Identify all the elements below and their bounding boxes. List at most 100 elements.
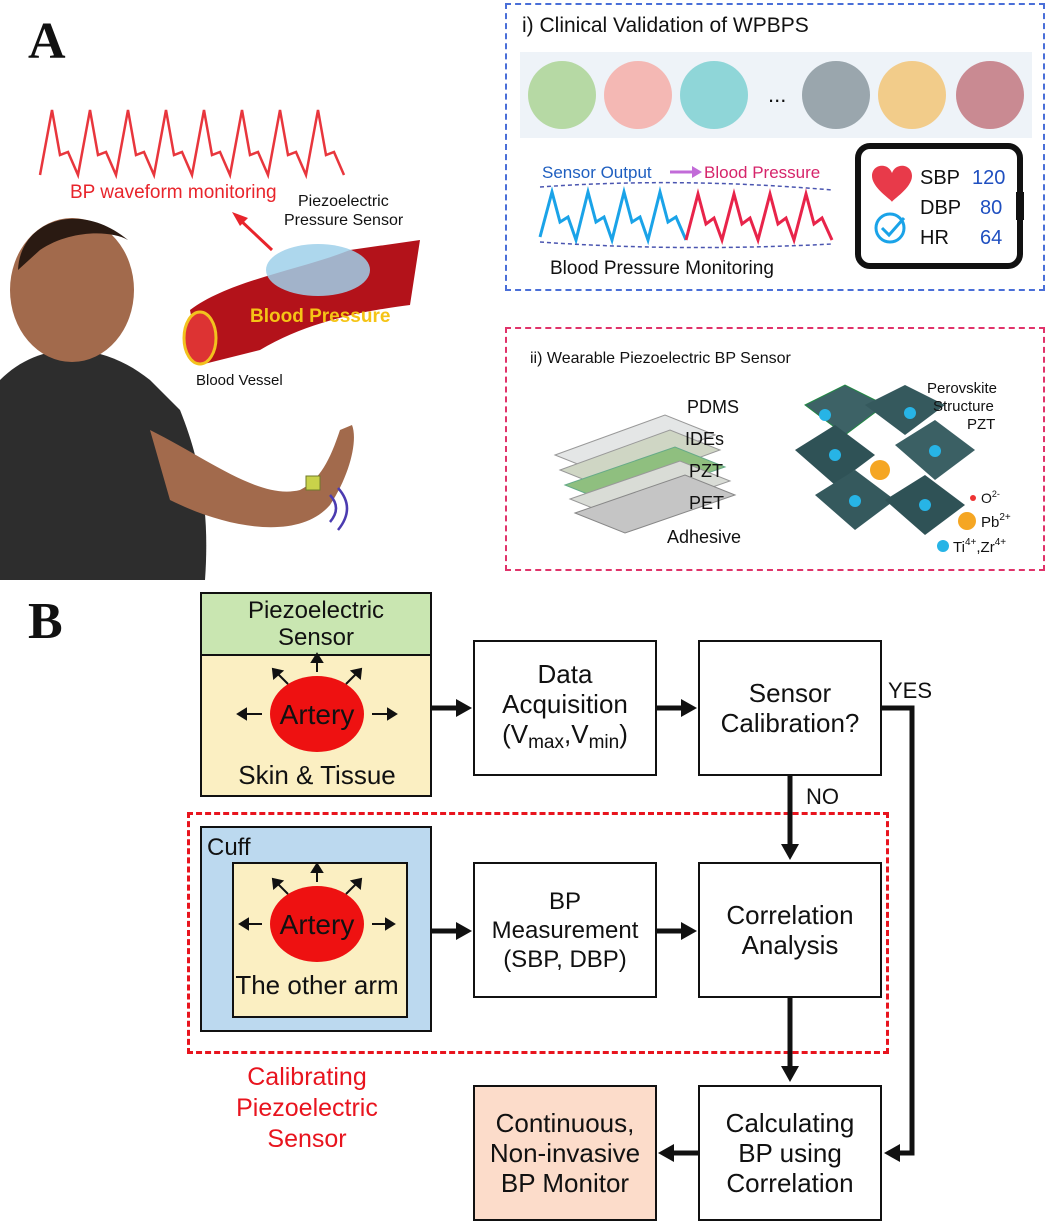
o-ion-icon [970, 495, 976, 501]
legend-ti-zr: Ti4+,Zr4+ [953, 537, 1006, 556]
perovskite-label-2: Structure [933, 398, 994, 415]
person-body [0, 350, 207, 580]
vessel-label: Blood Vessel [196, 372, 283, 389]
calculating-bp-line2: BP using [738, 1138, 842, 1168]
calibrating-label: Calibrating Piezoelectric Sensor [232, 1062, 382, 1155]
cuff-label: Cuff [207, 834, 251, 861]
calibrating-label-line3: Sensor [267, 1125, 347, 1153]
avatar-ellipsis: ... [768, 82, 786, 107]
data-acquisition-box: Data Acquisition (Vmax,Vmin) [473, 640, 657, 776]
blood-pressure-label: Blood Pressure [704, 163, 820, 182]
bp-label: Blood Pressure [250, 306, 390, 327]
wireless-icon-1 [329, 494, 338, 523]
wearable-sensor-frame [505, 327, 1045, 571]
bp-measurement-box: BP Measurement (SBP, DBP) [473, 862, 657, 998]
bp-measurement-line2: Measurement [491, 916, 639, 944]
calibrating-label-line1: Calibrating [247, 1063, 367, 1091]
layer-label: Adhesive [667, 527, 741, 547]
artery-icon [270, 676, 364, 752]
tablet-button [1016, 192, 1024, 220]
person-head [10, 218, 134, 362]
yes-label: YES [888, 678, 932, 703]
clinical-validation-frame [505, 3, 1045, 291]
piezo-sensor-header-line1: Piezoelectric [247, 597, 385, 624]
check-icon [874, 212, 906, 244]
ti-zr-ion-icon [937, 540, 949, 552]
calculating-bp-line1: Calculating [725, 1108, 855, 1138]
sensor-calibration-line2: Calibration? [720, 708, 860, 738]
sensor-label-line2: Pressure Sensor [284, 212, 404, 229]
sensor-calibration-line1: Sensor [748, 678, 832, 708]
artery-icon [270, 886, 364, 962]
wireless-icon-2 [337, 487, 349, 531]
vital-hr-value: 64 [980, 227, 1002, 249]
vital-dbp-value: 80 [980, 197, 1002, 219]
panel-letter-a: A [28, 13, 66, 70]
calculating-bp-line3: Correlation [726, 1168, 854, 1198]
patient-avatar [956, 61, 1024, 129]
no-label: NO [806, 784, 839, 809]
bp-monitor-box: Continuous, Non-invasive BP Monitor [473, 1085, 657, 1221]
bp-measurement-line1: BP [548, 887, 581, 915]
bp-waveform [38, 109, 346, 180]
artery-label: Artery [280, 909, 355, 940]
calculating-bp-box: Calculating BP using Correlation [698, 1085, 882, 1221]
bp-monitor-line1: Continuous, [495, 1108, 635, 1138]
output-arrow-head [692, 166, 702, 178]
waveform-arrow-line [236, 216, 274, 252]
layer-label: PDMS [687, 397, 739, 417]
sensor-label-line1: Piezoelectric [298, 193, 389, 210]
waveform-arrow-head [232, 212, 248, 226]
calibrating-label-line2: Piezoelectric [236, 1094, 378, 1122]
artery-label: Artery [280, 699, 355, 730]
legend-pb: Pb2+ [981, 512, 1011, 531]
vessel-opening [182, 310, 218, 366]
patient-avatar [680, 61, 748, 129]
person-hair [18, 218, 128, 270]
data-acquisition-line1: Data [537, 658, 593, 689]
skin-tissue-label: Skin & Tissue [238, 760, 396, 790]
patient-avatar [604, 61, 672, 129]
sensor-calibration-box: Sensor Calibration? [698, 640, 882, 776]
perovskite-label-3: PZT [967, 416, 995, 433]
layer-label: PZT [689, 461, 723, 481]
bp-monitor-line3: BP Monitor [500, 1168, 630, 1198]
vital-hr-label: HR [920, 227, 949, 249]
perovskite-label-1: Perovskite [927, 380, 997, 397]
person-arm [150, 425, 354, 528]
layer-label: IDEs [685, 429, 724, 449]
pressure-arrows [238, 862, 396, 931]
patient-avatar [528, 61, 596, 129]
wearable-sensor-graphic: PDMS IDEs PZT PET Adhesive Perovskite St… [553, 380, 1011, 556]
sensor-output-label: Sensor Output [542, 163, 652, 182]
patient-avatar [878, 61, 946, 129]
layer-adhesive [573, 474, 737, 534]
layer-label: PET [689, 493, 724, 513]
piezo-sensor-header-line2: Sensor [277, 624, 355, 651]
pb-ion-icon [958, 512, 976, 530]
vital-sbp-value: 120 [972, 167, 1005, 189]
bp-monitor-line2: Non-invasive [489, 1138, 641, 1168]
calibration-frame [187, 812, 889, 1054]
wrist-sensor [305, 475, 321, 491]
lower-envelope [539, 241, 833, 249]
bp-measurement-line3: (SBP, DBP) [503, 945, 627, 973]
correlation-analysis-line2: Analysis [741, 930, 839, 960]
pressure-arrows [236, 652, 398, 721]
clinical-validation-title: i) Clinical Validation of WPBPS [522, 14, 809, 37]
heart-icon [872, 165, 912, 202]
bp-monitoring-illustration: BP waveform monitoring Piezoelectric Pre… [0, 109, 420, 580]
data-acquisition-line2: Acquisition [502, 688, 628, 719]
waveform-label: BP waveform monitoring [70, 182, 277, 203]
vital-sbp-label: SBP [920, 167, 960, 189]
perovskite-structure [795, 384, 975, 535]
legend-o: O2- [981, 489, 1000, 506]
patient-avatar [802, 61, 870, 129]
other-arm-label: The other arm [235, 970, 398, 1000]
clinical-validation-graphic: ... Sensor Output Blood Pressure Blood P… [520, 52, 1032, 279]
correlation-analysis-line1: Correlation [726, 900, 854, 930]
panel-letter-b: B [28, 593, 63, 650]
upper-envelope [539, 181, 833, 191]
wearable-sensor-title: ii) Wearable Piezoelectric BP Sensor [530, 350, 791, 367]
